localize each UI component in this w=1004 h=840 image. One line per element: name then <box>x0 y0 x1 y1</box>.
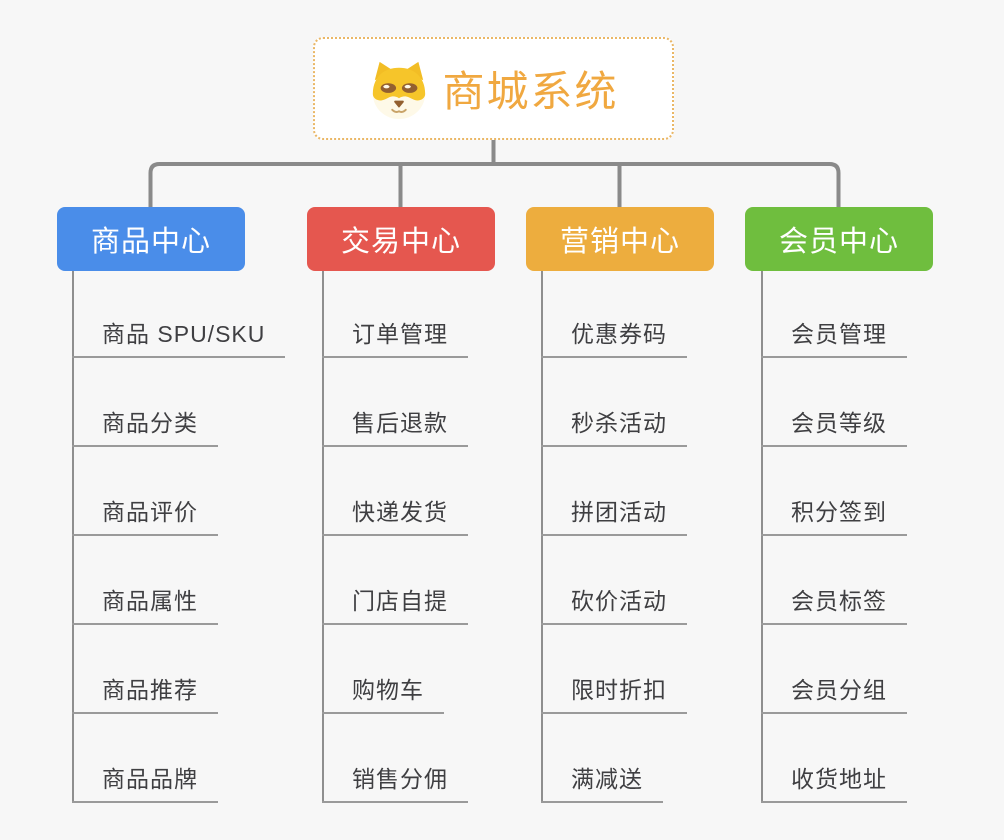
leaf-node[interactable]: 售后退款 <box>322 409 468 447</box>
leaf-node[interactable]: 收货地址 <box>761 765 907 803</box>
leaf-node[interactable]: 满减送 <box>541 765 663 803</box>
branch-trunk-line <box>541 271 543 802</box>
leaf-node[interactable]: 商品 SPU/SKU <box>72 320 286 358</box>
leaf-node[interactable]: 商品推荐 <box>72 676 218 714</box>
leaf-node[interactable]: 限时折扣 <box>541 676 687 714</box>
leaf-node[interactable]: 会员分组 <box>761 676 907 714</box>
branch-node-product-center[interactable]: 商品中心 <box>57 207 245 271</box>
branch-trunk-line <box>761 271 763 802</box>
leaf-node[interactable]: 快递发货 <box>322 498 468 536</box>
branch-trunk-line <box>322 271 324 802</box>
leaf-node[interactable]: 商品属性 <box>72 587 218 625</box>
branch-label: 营销中心 <box>559 226 680 258</box>
branch-node-marketing-center[interactable]: 营销中心 <box>526 207 714 271</box>
leaf-node[interactable]: 销售分佣 <box>322 765 468 803</box>
leaf-node[interactable]: 门店自提 <box>322 587 468 625</box>
branch-node-trade-center[interactable]: 交易中心 <box>307 207 495 271</box>
branch-label: 交易中心 <box>340 226 461 258</box>
leaf-node[interactable]: 购物车 <box>322 676 444 714</box>
leaf-node[interactable]: 秒杀活动 <box>541 409 687 447</box>
leaf-node[interactable]: 会员标签 <box>761 587 907 625</box>
leaf-node[interactable]: 优惠券码 <box>541 320 687 358</box>
leaf-node[interactable]: 商品分类 <box>72 409 218 447</box>
branch-trunk-line <box>72 271 74 802</box>
root-title: 商城系统 <box>442 68 619 115</box>
leaf-node[interactable]: 积分签到 <box>761 498 907 536</box>
leaf-node[interactable]: 拼团活动 <box>541 498 687 536</box>
leaf-node[interactable]: 砍价活动 <box>541 587 687 625</box>
branch-label: 商品中心 <box>90 226 211 258</box>
branch-node-member-center[interactable]: 会员中心 <box>745 207 933 271</box>
leaf-node[interactable]: 会员管理 <box>761 320 907 358</box>
leaf-node[interactable]: 商品品牌 <box>72 765 218 803</box>
leaf-node[interactable]: 会员等级 <box>761 409 907 447</box>
leaf-node[interactable]: 商品评价 <box>72 498 218 536</box>
branch-label: 会员中心 <box>778 226 899 258</box>
root-node[interactable]: 商城系统 <box>313 37 674 140</box>
branch-bus-line <box>148 162 841 207</box>
leaf-node[interactable]: 订单管理 <box>322 320 468 358</box>
shiba-dog-icon <box>373 61 426 119</box>
